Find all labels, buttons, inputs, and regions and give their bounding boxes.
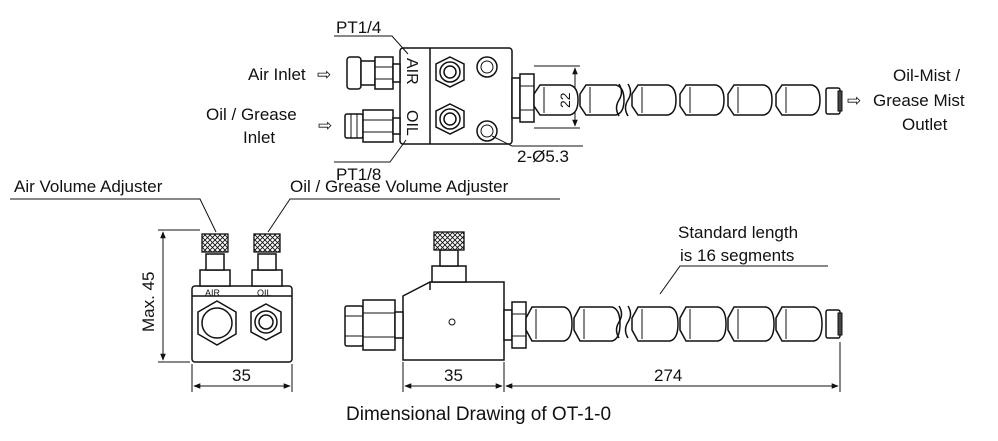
- oil-small-label: OIL: [257, 288, 272, 298]
- outlet-fitting: [511, 73, 535, 123]
- air-small-label: AIR: [205, 288, 221, 298]
- outlet-label-line1: Oil-Mist /: [893, 66, 960, 85]
- oil-adjuster-post: [251, 233, 283, 287]
- drawing-title: Dimensional Drawing of OT-1-0: [346, 404, 611, 425]
- dim-274-label: 274: [654, 366, 682, 385]
- hose-top: [533, 84, 821, 116]
- hose-segment: [631, 84, 677, 116]
- mounting-hole-top: [476, 56, 498, 78]
- dim-22-label: 22: [557, 92, 573, 108]
- air-inlet-fitting: [346, 56, 401, 90]
- pt14-label: PT1/4: [336, 18, 381, 37]
- hose-segment: [579, 84, 625, 116]
- hose-segment: [533, 84, 579, 116]
- hose-segment: [679, 84, 725, 116]
- air-adjuster-label: Air Volume Adjuster: [14, 177, 163, 196]
- oil-body-label: OIL: [403, 110, 420, 136]
- right-arrow-icon: ⇨: [318, 116, 332, 135]
- hose-segment: [525, 306, 573, 342]
- air-inlet-label: Air Inlet: [248, 65, 306, 84]
- front-view: [10, 198, 560, 392]
- hose-segment: [679, 306, 727, 342]
- hose-segment: [775, 84, 821, 116]
- hose-side: [525, 306, 823, 342]
- outlet-label-line3: Outlet: [902, 115, 948, 134]
- outlet-label-line2: Grease Mist: [873, 91, 965, 110]
- oil-port-hex: [435, 103, 465, 135]
- oil-inlet-label-line2: Inlet: [243, 128, 275, 147]
- pt18-label: PT1/8: [336, 165, 381, 184]
- air-port-hex: [435, 56, 465, 88]
- air-adjuster-post: [199, 233, 231, 287]
- hose-segment: [631, 306, 679, 342]
- hose-segment: [727, 306, 775, 342]
- standard-length-line2: is 16 segments: [680, 246, 794, 265]
- oil-inlet-label-line1: Oil / Grease: [206, 105, 297, 124]
- right-arrow-icon: ⇨: [847, 91, 861, 110]
- mounting-hole-bottom: [476, 120, 498, 142]
- max45-label: Max. 45: [139, 272, 158, 332]
- air-body-label: AIR: [403, 58, 420, 85]
- hose-segment: [775, 306, 823, 342]
- dim-35-front-label: 35: [232, 366, 251, 385]
- standard-length-line1: Standard length: [678, 223, 798, 242]
- side-body: [402, 281, 505, 361]
- oil-inlet-fitting: [344, 109, 401, 143]
- top-view: [334, 35, 843, 163]
- oil-adjuster-label: Oil / Grease Volume Adjuster: [290, 177, 509, 196]
- right-arrow-icon: ⇨: [317, 65, 331, 84]
- holes-label: 2-Ø5.3: [517, 147, 569, 166]
- hose-segment: [573, 306, 621, 342]
- side-view: [344, 231, 843, 392]
- hose-segment: [727, 84, 773, 116]
- dim-35-side-label: 35: [444, 366, 463, 385]
